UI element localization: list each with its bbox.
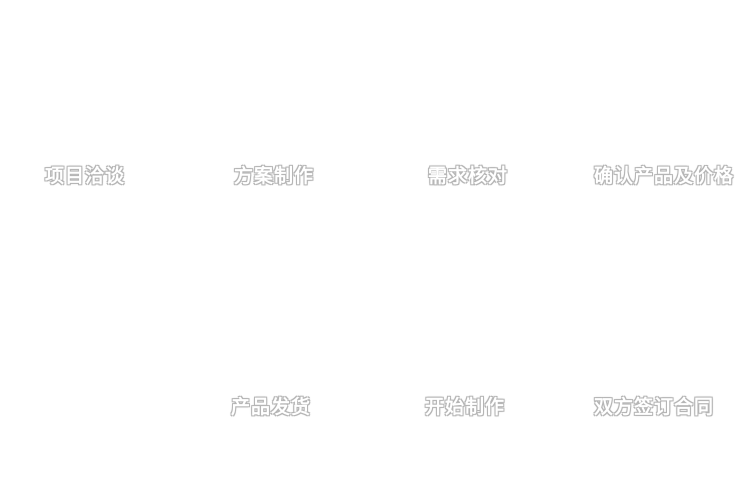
step-label-requirements-check: 需求核对 <box>428 165 509 187</box>
step-label-start-production: 开始制作 <box>425 396 506 418</box>
step-label-project-negotiation: 项目洽谈 <box>45 165 126 187</box>
step-label-confirm-product-price: 确认产品及价格 <box>594 165 735 187</box>
step-label-sign-contract: 双方签订合同 <box>594 396 715 418</box>
step-label-product-shipment: 产品发货 <box>231 396 312 418</box>
step-label-proposal-creation: 方案制作 <box>234 165 315 187</box>
